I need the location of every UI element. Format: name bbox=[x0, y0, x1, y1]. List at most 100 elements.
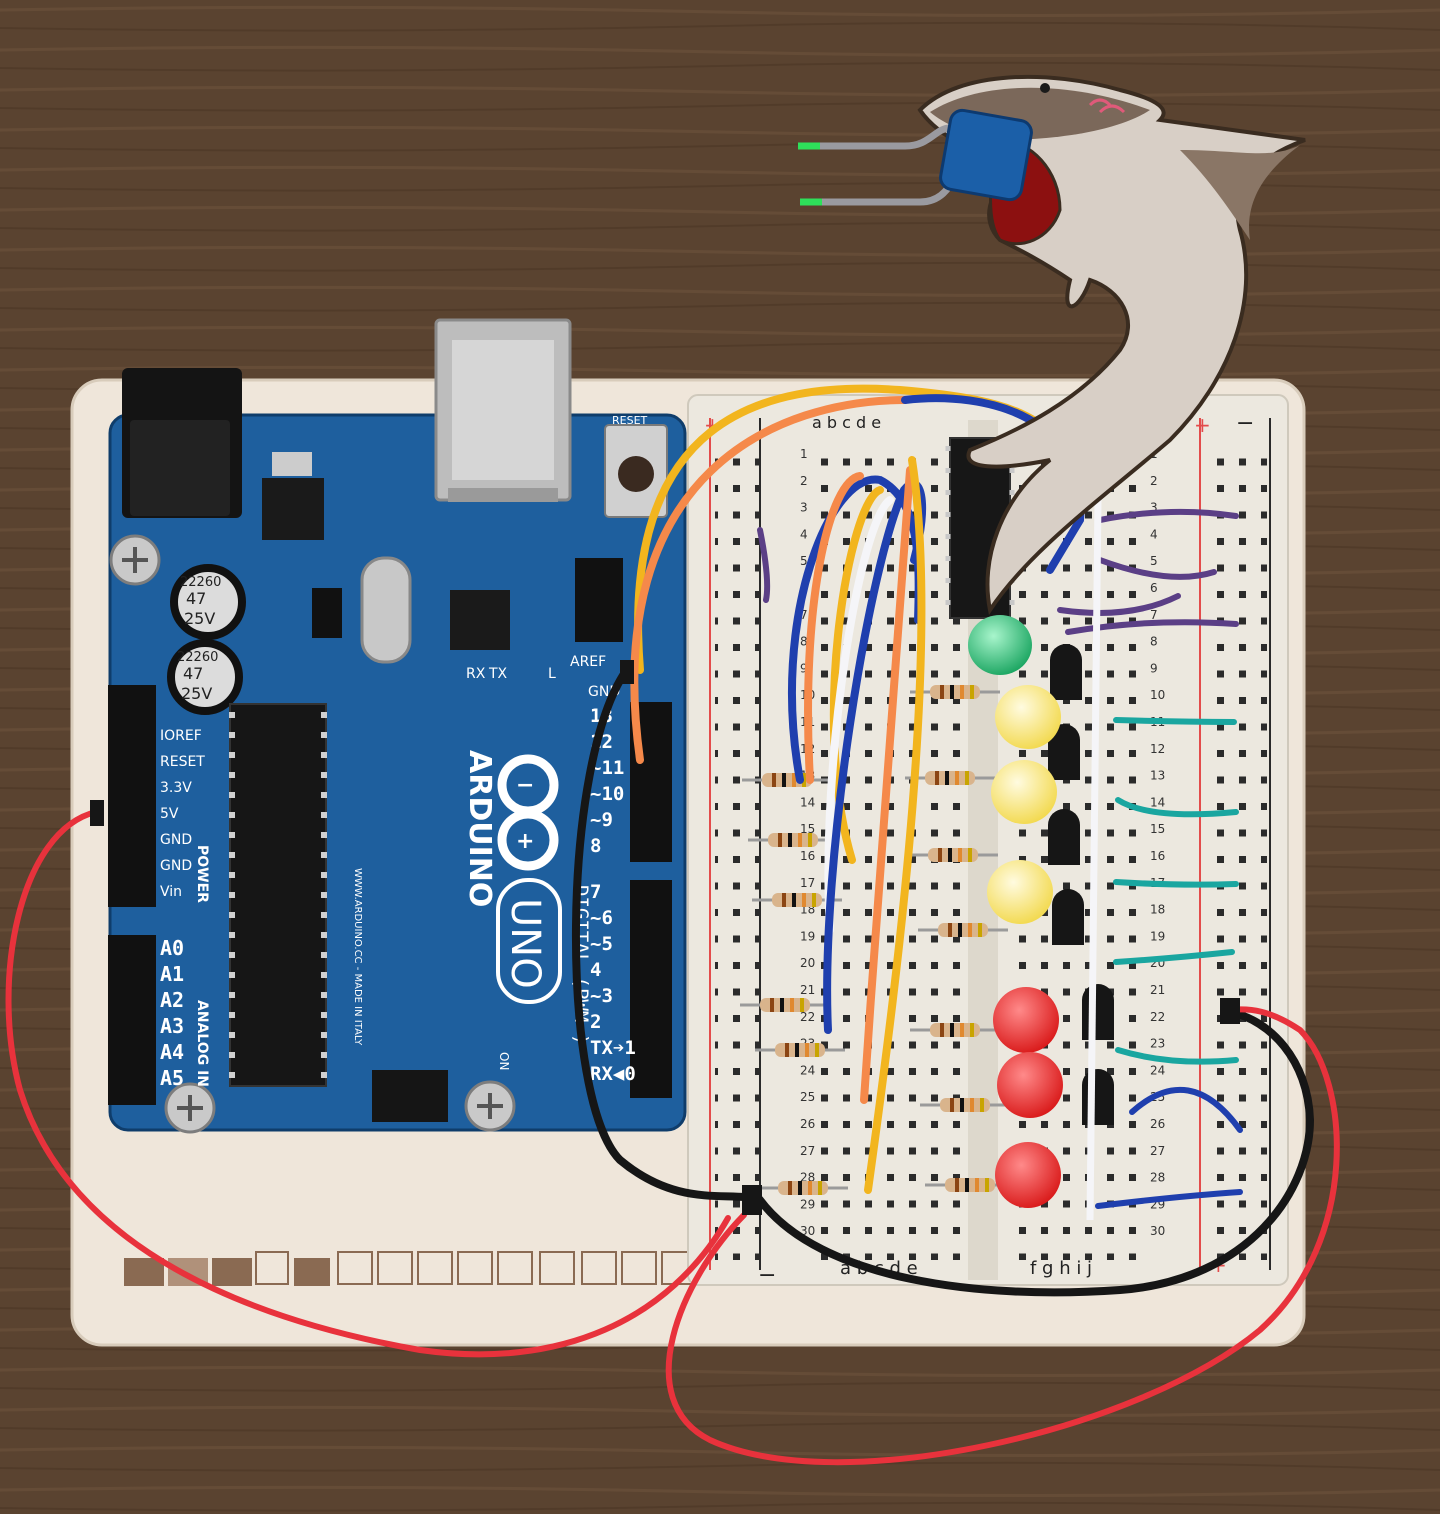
left-rail-holes[interactable] bbox=[715, 440, 759, 1260]
analog-header[interactable] bbox=[108, 935, 156, 1105]
blue-jumpers bbox=[1095, 1086, 1243, 1209]
digital-pin-label: ~6 bbox=[590, 907, 613, 929]
screw-top-left bbox=[109, 534, 161, 586]
power-pin-label: RESET bbox=[160, 754, 205, 770]
brand-label: ARDUINO bbox=[462, 750, 497, 907]
svg-text:22260: 22260 bbox=[180, 575, 221, 590]
row-number: 12 bbox=[1150, 742, 1165, 756]
row-number: 6 bbox=[1150, 581, 1158, 595]
resistor bbox=[758, 1181, 848, 1195]
analog-pin-label: A5 bbox=[160, 1066, 184, 1090]
breadboard-cols-left-top: a b c d e bbox=[812, 413, 881, 432]
resistor bbox=[908, 848, 998, 862]
svg-text:ON: ON bbox=[497, 1052, 511, 1070]
svg-text:AREF: AREF bbox=[570, 654, 606, 670]
icsp-header[interactable] bbox=[372, 1070, 448, 1122]
svg-text:L: L bbox=[548, 666, 556, 682]
row-number: 23 bbox=[1150, 1037, 1165, 1051]
arduino-logo: − + bbox=[497, 754, 559, 871]
row-number: 3 bbox=[1150, 501, 1158, 515]
row-number: 5 bbox=[1150, 554, 1158, 568]
row-number: 17 bbox=[800, 876, 815, 890]
row-number: 21 bbox=[800, 983, 815, 997]
digital-pin-label: ~3 bbox=[590, 985, 613, 1007]
row-number: 22 bbox=[1150, 1010, 1165, 1024]
voltage-regulator bbox=[262, 478, 324, 540]
row-number: 19 bbox=[1150, 929, 1165, 943]
row-number: 7 bbox=[800, 608, 808, 622]
svg-text:RX: RX bbox=[466, 666, 486, 682]
row-number: 28 bbox=[1150, 1171, 1165, 1185]
row-number: 26 bbox=[800, 1117, 815, 1131]
resistor bbox=[920, 1098, 1010, 1112]
analog-pin-label: A0 bbox=[160, 936, 184, 960]
white-jumper-right bbox=[1086, 499, 1102, 1221]
atmega-chip bbox=[229, 703, 327, 1087]
row-number: 9 bbox=[800, 661, 808, 675]
resistor bbox=[740, 998, 830, 1012]
row-number: 4 bbox=[1150, 527, 1158, 541]
screw-bottom-left bbox=[164, 1082, 216, 1134]
capacitor-top: 22260 47 25V bbox=[170, 564, 246, 640]
svg-text:22260: 22260 bbox=[177, 650, 218, 665]
model-label: UNO bbox=[502, 898, 548, 989]
resistors bbox=[740, 685, 1015, 1195]
right-rail-holes[interactable] bbox=[1205, 440, 1267, 1260]
minus-top-right: − bbox=[1236, 411, 1254, 436]
digital-header-lower[interactable] bbox=[630, 880, 672, 1098]
row-number: 16 bbox=[800, 849, 815, 863]
long-wires bbox=[630, 384, 1085, 1194]
row-number: 5 bbox=[800, 554, 808, 568]
digital-pin-label: ~5 bbox=[590, 933, 613, 955]
row-number: 15 bbox=[800, 822, 815, 836]
purple-jumpers bbox=[757, 508, 1239, 635]
power-pin-label: IOREF bbox=[160, 728, 202, 744]
power-pin-label: GND bbox=[160, 832, 192, 848]
power-pin-label: GND bbox=[160, 858, 192, 874]
row-number: 8 bbox=[1150, 635, 1158, 649]
analog-pin-label: A3 bbox=[160, 1014, 184, 1038]
resistor bbox=[918, 923, 1008, 937]
power-header[interactable] bbox=[108, 685, 156, 907]
digital-pin-label: 7 bbox=[590, 881, 601, 903]
sensor-component bbox=[798, 108, 1033, 206]
digital-pin-label: 4 bbox=[590, 959, 601, 981]
breadboard-cols-right-bottom: f g h i j bbox=[1030, 1258, 1092, 1279]
row-number: 27 bbox=[800, 1144, 815, 1158]
site-label: WWW.ARDUINO.CC - MADE IN ITALY bbox=[352, 868, 363, 1046]
row-number: 20 bbox=[800, 956, 815, 970]
usb-chip bbox=[450, 590, 510, 650]
row-number: 14 bbox=[800, 795, 815, 809]
row-number: 30 bbox=[1150, 1224, 1165, 1238]
power-section-label: POWER bbox=[194, 845, 210, 903]
wire-plugs bbox=[90, 660, 1240, 1215]
svg-text:TX: TX bbox=[488, 666, 508, 682]
analog-section-label: ANALOG IN bbox=[194, 1000, 210, 1087]
digital-pin-label: ~11 bbox=[590, 757, 624, 779]
reset-label: RESET bbox=[612, 414, 648, 427]
row-number: 9 bbox=[1150, 661, 1158, 675]
svg-text:47: 47 bbox=[186, 589, 206, 608]
row-number: 16 bbox=[1150, 849, 1165, 863]
row-number: 7 bbox=[1150, 608, 1158, 622]
analog-pin-label: A2 bbox=[160, 988, 184, 1012]
row-number: 19 bbox=[800, 929, 815, 943]
plus-top-right: + bbox=[1194, 413, 1211, 437]
teal-jumpers bbox=[1113, 717, 1239, 1065]
power-pin-label: 5V bbox=[160, 806, 179, 822]
digital-pin-label: ~10 bbox=[590, 783, 624, 805]
led-red-3 bbox=[995, 1142, 1061, 1208]
resistor bbox=[905, 771, 995, 785]
power-pin-label: 3.3V bbox=[160, 780, 192, 796]
row-number: 29 bbox=[800, 1197, 815, 1211]
row-number: 3 bbox=[800, 501, 808, 515]
led-red-2 bbox=[997, 1052, 1063, 1118]
led-red-1 bbox=[993, 987, 1059, 1053]
svg-text:+: + bbox=[516, 829, 534, 854]
resistor bbox=[910, 685, 1000, 699]
screw-bottom-right bbox=[464, 1080, 516, 1132]
led-yellow-3 bbox=[987, 860, 1053, 924]
row-number: 18 bbox=[1150, 903, 1165, 917]
row-number: 25 bbox=[800, 1090, 815, 1104]
